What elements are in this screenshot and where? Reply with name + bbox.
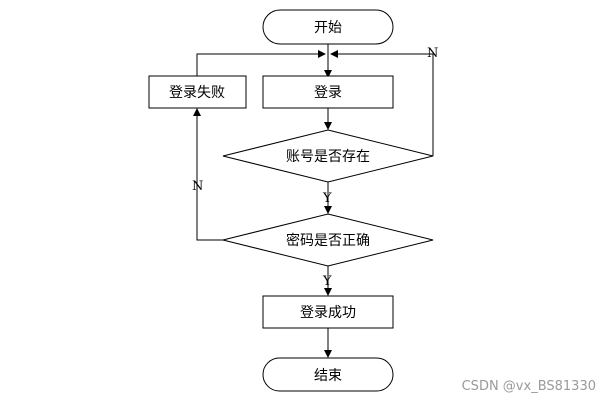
start-label: 开始: [314, 20, 342, 36]
arrow-to-password: [324, 206, 332, 214]
arrow-to-account: [324, 122, 332, 130]
password-correct-label: 密码是否正确: [286, 232, 370, 249]
password-yes-label: Y: [322, 274, 332, 289]
login-process: [262, 75, 394, 109]
login-fail-process: [148, 75, 247, 109]
account-no-label: N: [427, 46, 438, 61]
account-exists-label: 账号是否存在: [286, 149, 370, 165]
login-fail-label: 登录失败: [169, 85, 225, 101]
login-success-label: 登录成功: [300, 305, 356, 321]
edge-fail-to-login: [196, 53, 320, 76]
arrow-to-login: [324, 70, 332, 78]
watermark: CSDN @vx_BS81330: [462, 379, 596, 394]
arrow-to-login-fail: [193, 108, 201, 116]
arrow-to-success: [324, 288, 332, 296]
arrow-account-no: [330, 50, 338, 58]
arrow-fail-join: [318, 50, 326, 58]
account-yes-label: Y: [322, 191, 332, 206]
edge-password-no: [196, 116, 223, 241]
password-no-label: N: [192, 179, 203, 194]
arrow-to-end: [324, 350, 332, 358]
end-label: 结束: [314, 368, 342, 384]
edge-account-no: [336, 53, 434, 156]
login-label: 登录: [314, 85, 342, 101]
end-terminal: [262, 357, 394, 392]
login-success-process: [262, 295, 394, 329]
